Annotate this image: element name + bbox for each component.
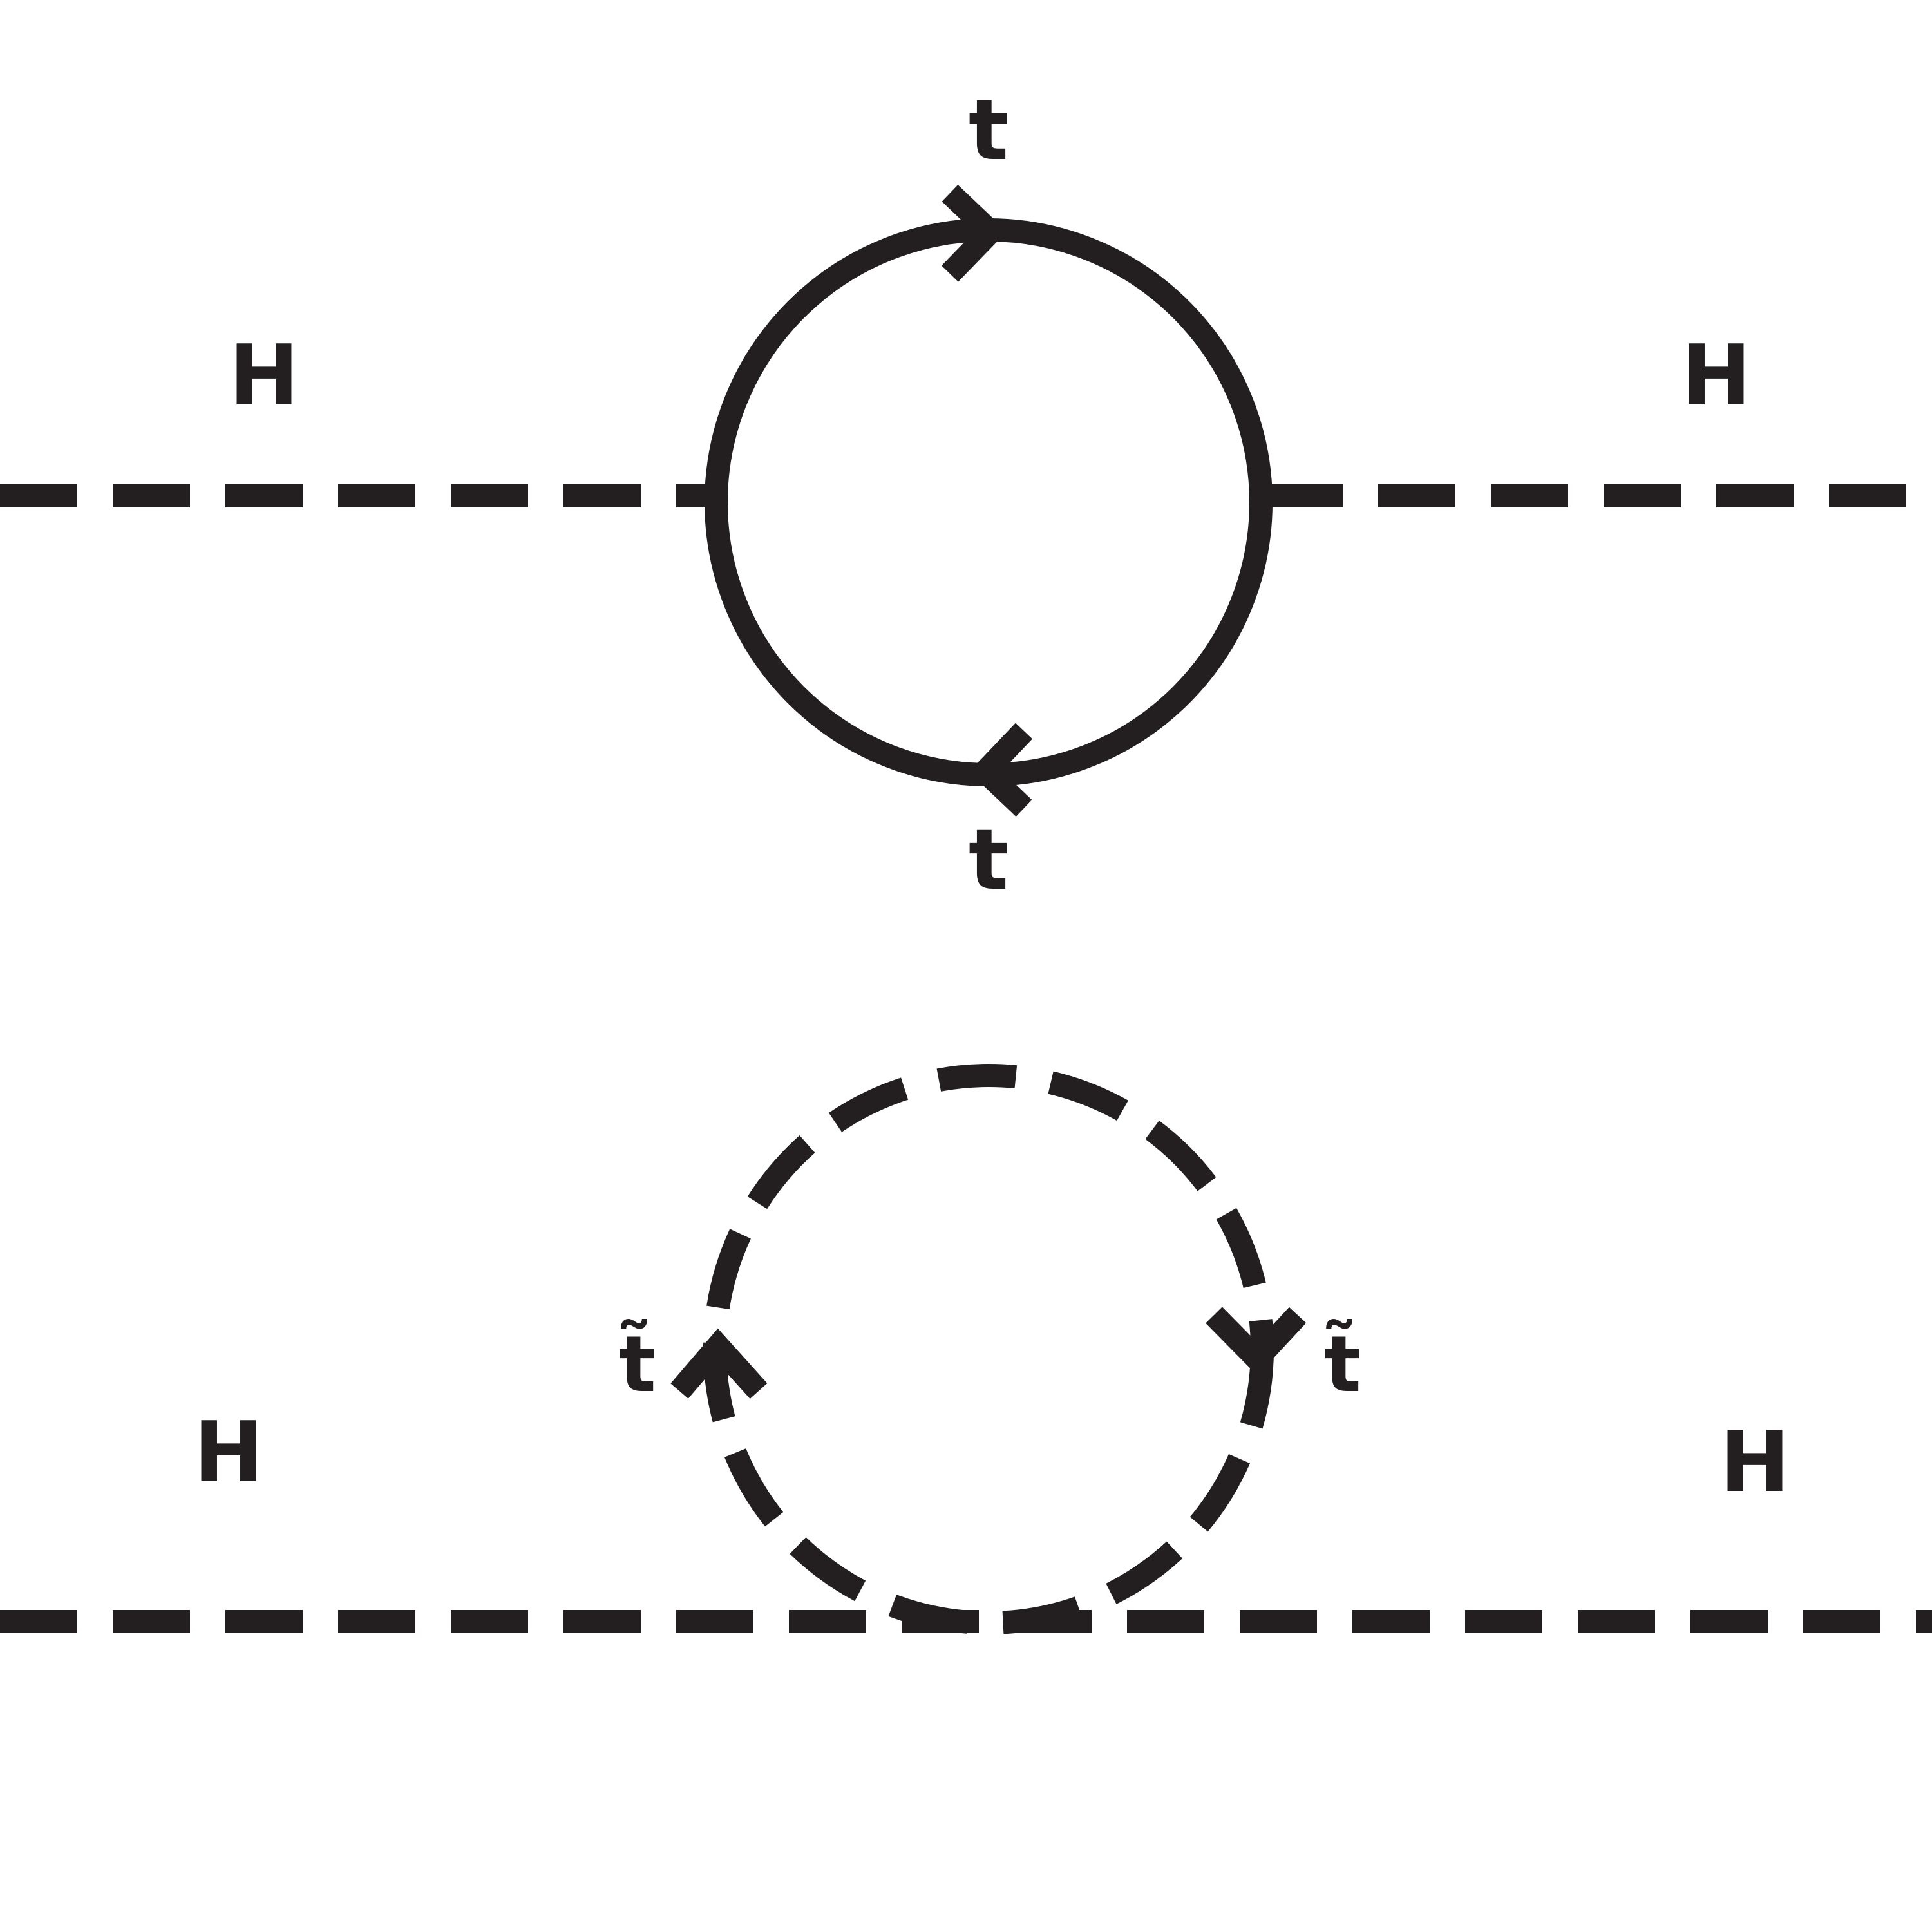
top-right-h-label: H [1681, 327, 1752, 424]
bottom-diagram: H H t̃ t̃ [0, 1064, 1932, 1634]
top-upper-arrow-icon [942, 184, 1007, 282]
top-lower-arrow-icon [969, 723, 1033, 817]
bottom-left-stop-label: t̃ [619, 1320, 656, 1410]
top-left-h-label: H [229, 327, 299, 424]
top-lower-t-label: t [969, 811, 1009, 909]
bottom-left-h-label: H [194, 1403, 264, 1501]
bottom-right-arrow-icon [1206, 1307, 1307, 1376]
bottom-left-arrow-icon [670, 1328, 768, 1399]
bottom-right-stop-label: t̃ [1324, 1320, 1361, 1410]
top-upper-t-label: t [969, 81, 1009, 179]
bottom-right-h-label: H [1720, 1413, 1790, 1511]
top-diagram: H H t t [0, 81, 1932, 909]
